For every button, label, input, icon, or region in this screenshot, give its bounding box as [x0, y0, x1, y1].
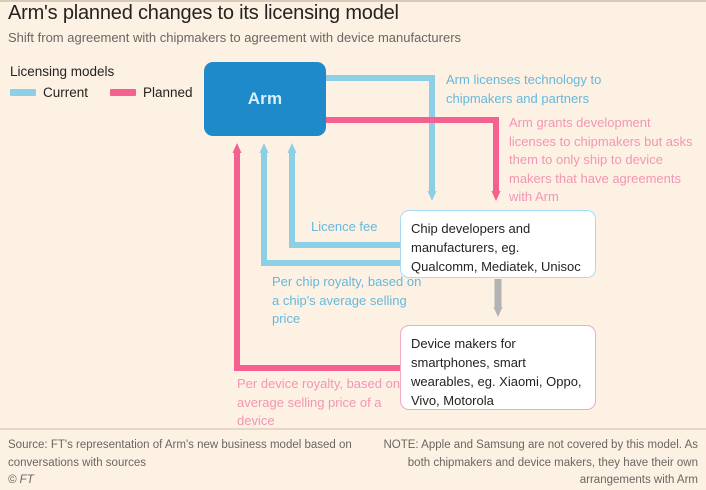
- copyright-text: © FT: [8, 474, 34, 486]
- legend-title: Licensing models: [10, 64, 115, 79]
- node-device-makers[interactable]: Device makers for smartphones, smart wea…: [400, 325, 596, 410]
- node-device-makers-label: Device makers for smartphones, smart wea…: [411, 336, 582, 408]
- legend-swatch-current: [10, 89, 36, 96]
- source-text: Source: FT's representation of Arm's new…: [8, 439, 352, 469]
- legend-label-planned: Planned: [143, 85, 193, 100]
- node-chip-developers[interactable]: Chip developers and manufacturers, eg. Q…: [400, 210, 596, 278]
- top-divider: [0, 0, 706, 2]
- legend-label-current: Current: [43, 85, 89, 100]
- node-chip-developers-label: Chip developers and manufacturers, eg. Q…: [411, 221, 581, 274]
- page-title: Arm's planned changes to its licensing m…: [8, 2, 399, 24]
- disclaimer-note: NOTE: Apple and Samsung are not covered …: [383, 439, 698, 486]
- wire-arm-to-chip-pink: [326, 117, 501, 201]
- annotation-licence-fee: Licence fee: [311, 219, 378, 234]
- annotation-arm-grants: Arm grants development licenses to chipm…: [509, 115, 693, 204]
- annotation-arm-licenses: Arm licenses technology to chipmakers an…: [446, 72, 602, 106]
- source-note: Source: FT's representation of Arm's new…: [8, 437, 358, 490]
- node-arm-label: Arm: [247, 89, 283, 108]
- legend-swatch-planned: [110, 89, 137, 96]
- wire-licence-fee: [287, 143, 400, 248]
- wire-arm-to-chip-blue: [326, 75, 437, 201]
- wire-per-chip-royalty: [259, 143, 400, 266]
- node-arm[interactable]: Arm: [204, 62, 326, 136]
- annotation-per-chip-royalty: Per chip royalty, based on a chip's aver…: [272, 274, 422, 326]
- bottom-divider: [0, 428, 706, 430]
- annotation-per-device-royalty: Per device royalty, based on average sel…: [237, 376, 401, 428]
- legend: Current Planned: [10, 85, 193, 100]
- wire-per-device-royalty: [232, 143, 400, 371]
- page-subtitle: Shift from agreement with chipmakers to …: [8, 30, 462, 45]
